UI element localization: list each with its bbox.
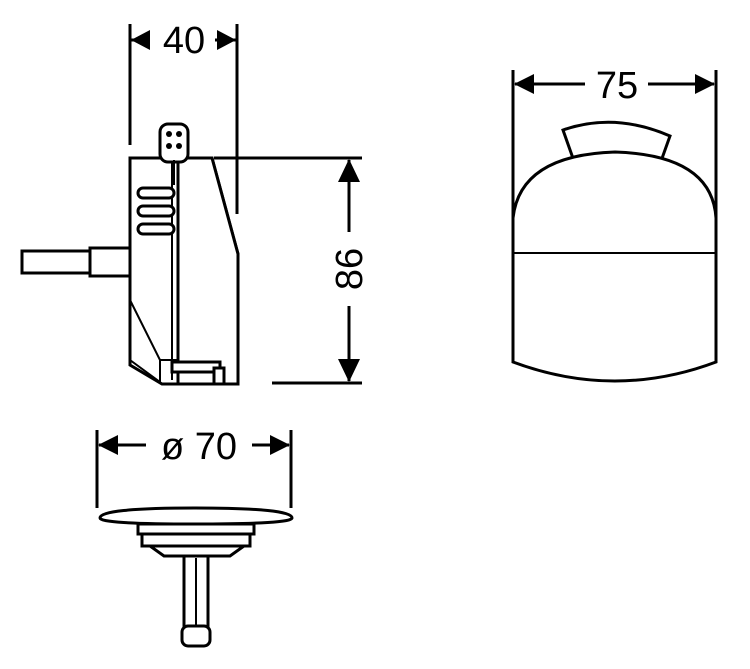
side-pipe-collar	[88, 246, 132, 278]
dim-75-arrow-right	[695, 74, 715, 94]
knob-dot-3	[166, 143, 172, 149]
dim-70-arrow-right	[270, 435, 290, 455]
dim-70-label: ø 70	[161, 426, 237, 468]
dim-86-arrow-top	[338, 159, 360, 182]
side-pipe	[20, 249, 92, 275]
plug-cap	[98, 506, 294, 526]
plug-foot	[180, 624, 212, 648]
dim-86-arrow-bottom	[338, 359, 360, 382]
plug-ring-2	[140, 532, 252, 548]
side-slot-1	[136, 186, 176, 200]
side-bottom-tab	[212, 366, 226, 386]
side-slot-3	[136, 222, 176, 236]
dim-40-label: 40	[163, 20, 205, 62]
side-slot-2	[136, 204, 176, 218]
knob-dot-1	[166, 131, 172, 137]
dim-40-arrow-right	[217, 30, 236, 50]
front-view	[511, 120, 718, 383]
knob-dot-4	[176, 143, 182, 149]
dim-70: ø 70	[95, 426, 293, 508]
side-lower-bracket	[129, 299, 161, 384]
dim-40: 40	[128, 20, 239, 214]
dim-75-arrow-left	[514, 74, 534, 94]
dim-70-arrow-left	[98, 435, 118, 455]
dim-40-arrow-left	[131, 30, 150, 50]
dim-86-label: 86	[329, 248, 371, 290]
dim-75-label: 75	[596, 65, 638, 107]
side-knob	[158, 122, 190, 164]
plug-view	[98, 506, 294, 648]
dim-86: 86	[214, 156, 371, 385]
plug-ring-3	[145, 544, 249, 558]
side-view	[20, 122, 240, 386]
knob-dot-2	[176, 131, 182, 137]
dim-75: 75	[511, 65, 718, 218]
front-cover	[511, 150, 718, 383]
side-front-body	[176, 156, 240, 386]
